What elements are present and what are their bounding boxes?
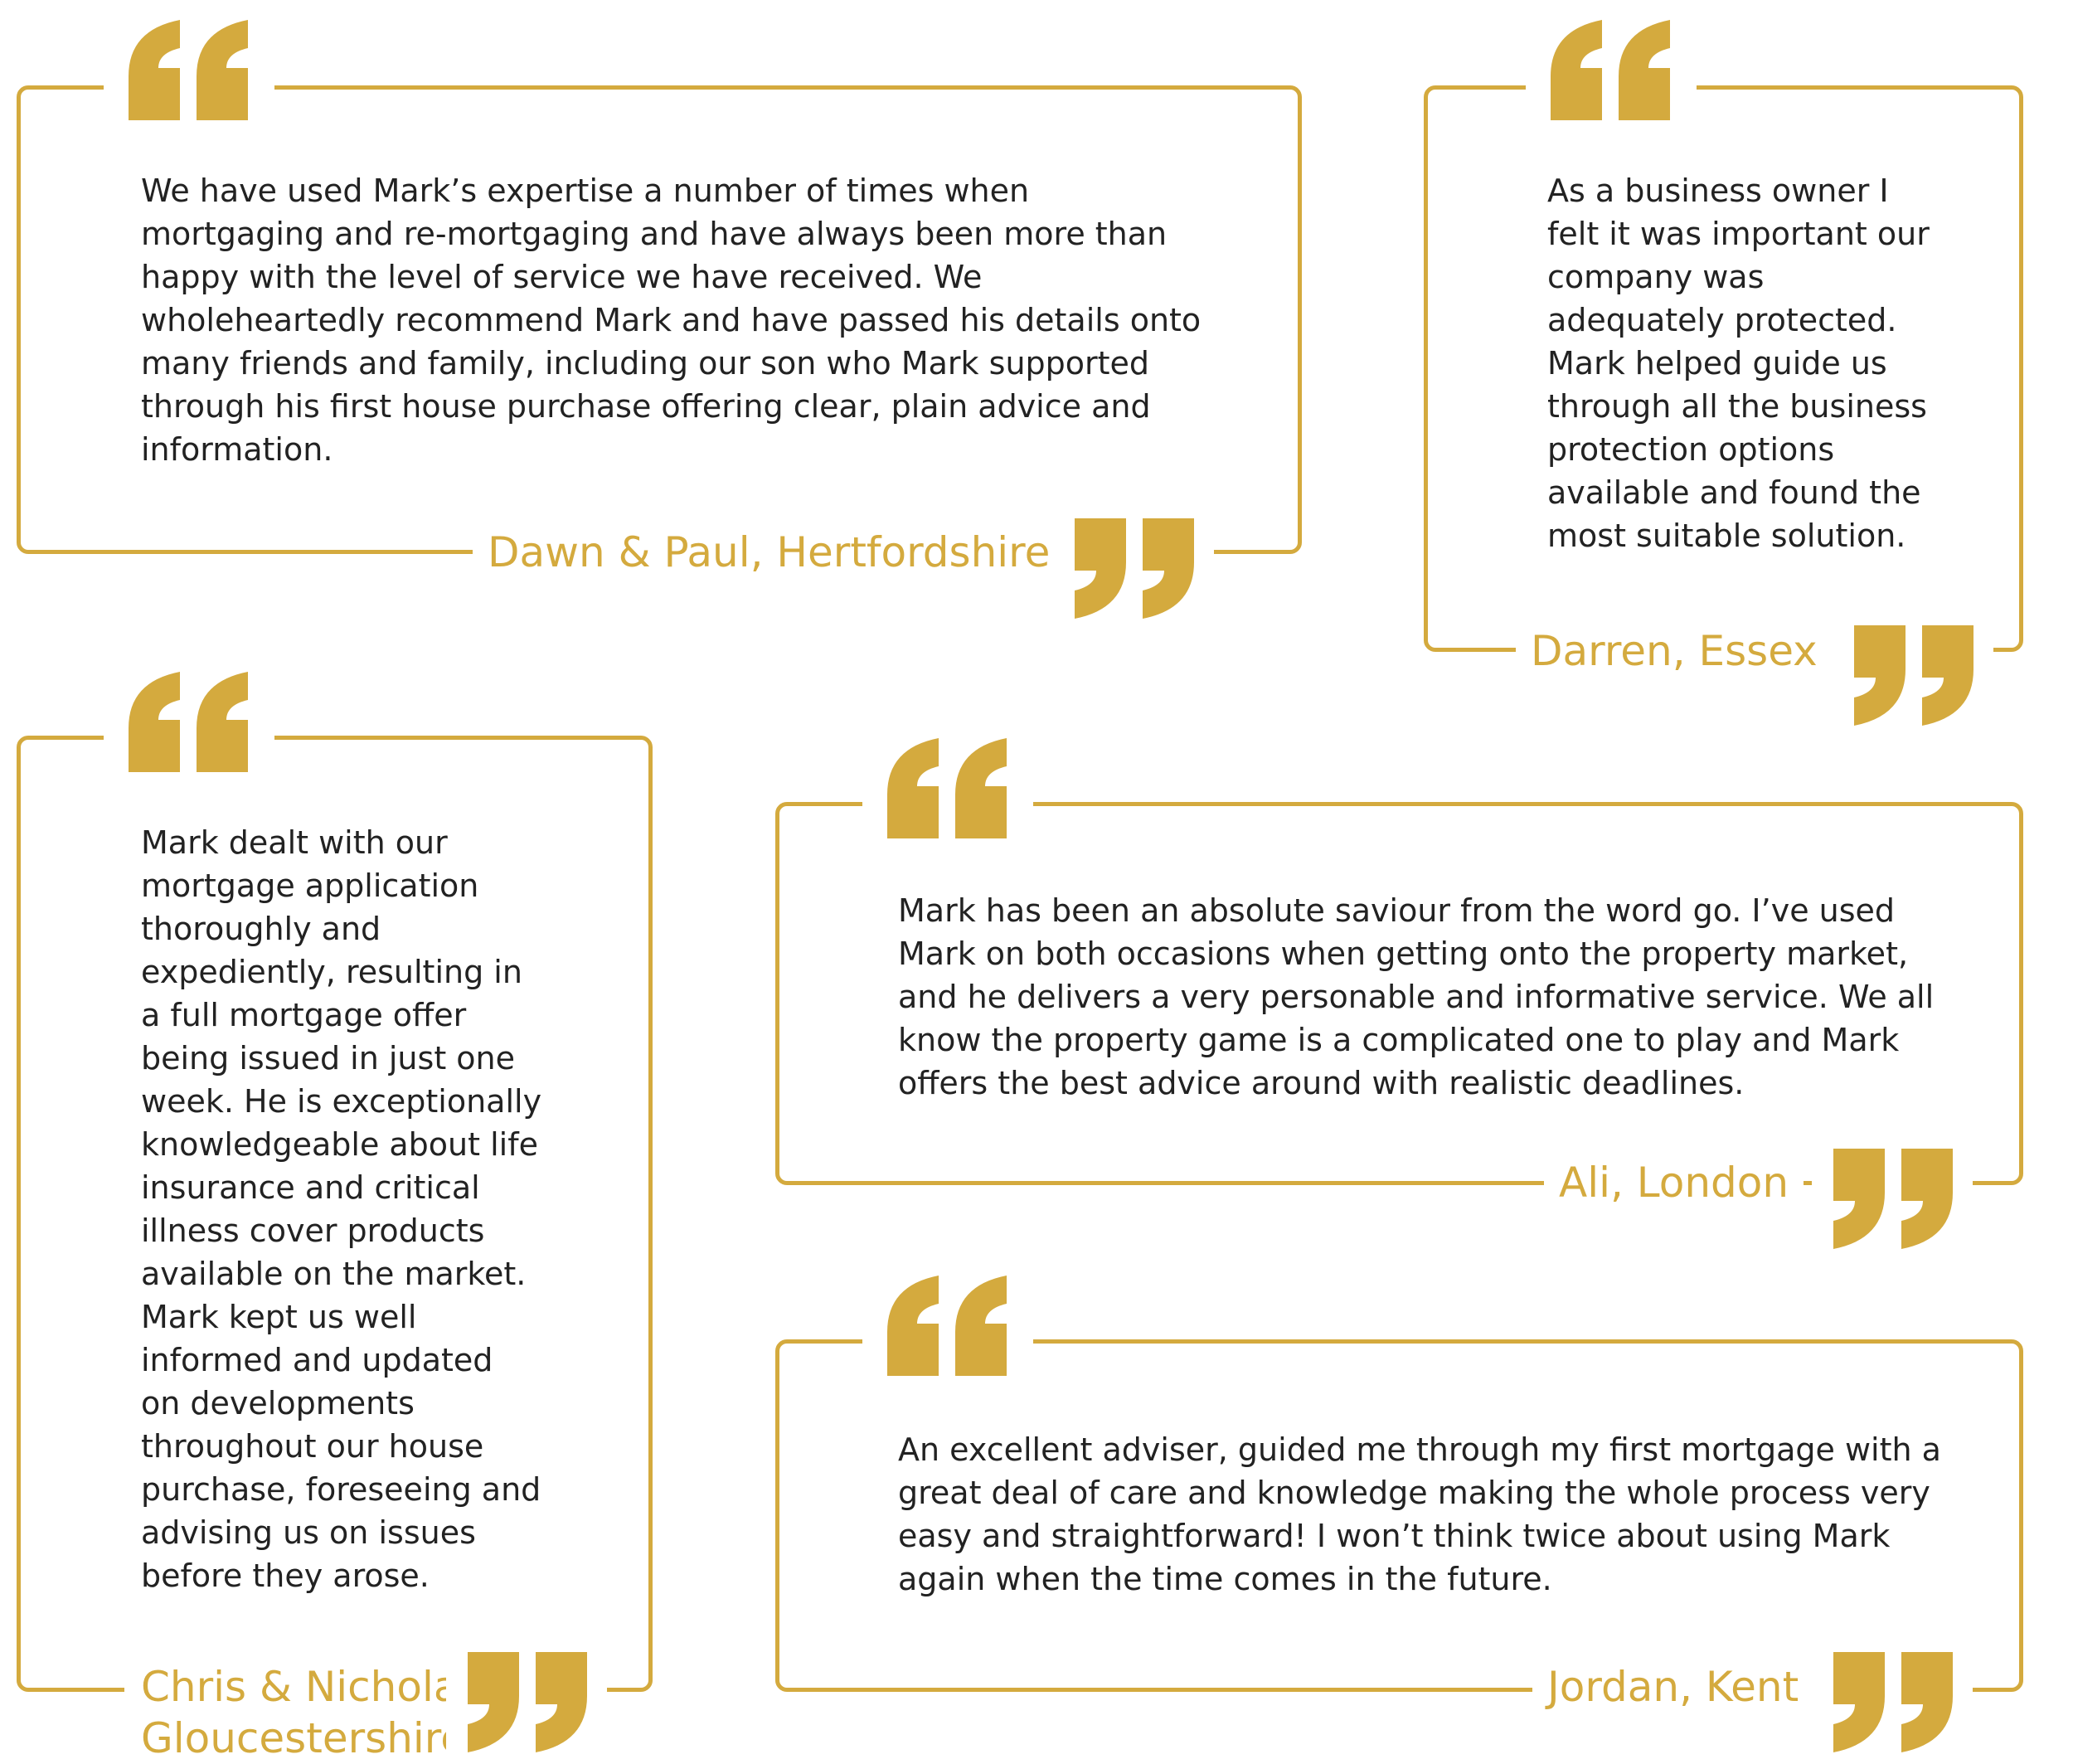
testimonial-author: Dawn & Paul, Hertfordshire xyxy=(473,527,1066,578)
open-quote-icon xyxy=(862,1274,1033,1378)
testimonial-card-jordan xyxy=(775,1339,2023,1692)
testimonial-text: An excellent adviser, guided me through … xyxy=(898,1431,1941,1597)
testimonial-card-ali xyxy=(775,802,2023,1185)
open-quote-icon xyxy=(104,670,274,774)
close-quote-icon xyxy=(446,1650,607,1754)
open-quote-icon xyxy=(104,18,274,122)
testimonial-text: We have used Mark’s expertise a number o… xyxy=(141,173,1202,468)
close-quote-icon xyxy=(1812,1650,1973,1754)
open-quote-icon xyxy=(1526,18,1697,122)
close-quote-icon xyxy=(1053,517,1214,620)
close-quote-icon xyxy=(1833,624,1993,727)
testimonial-author: Chris & Nichola, Gloucestershire xyxy=(124,1661,489,1764)
open-quote-icon xyxy=(862,736,1033,840)
testimonial-author: Ali, London xyxy=(1544,1157,1804,1208)
testimonial-text: As a business owner I felt it was import… xyxy=(1547,173,1930,554)
testimonial-text: Mark has been an absolute saviour from t… xyxy=(898,892,1935,1101)
testimonial-author: Darren, Essex xyxy=(1516,625,1833,677)
testimonial-author: Jordan, Kent xyxy=(1532,1661,1814,1713)
testimonial-text: Mark dealt with our mortgage application… xyxy=(141,824,542,1594)
close-quote-icon xyxy=(1812,1147,1973,1251)
